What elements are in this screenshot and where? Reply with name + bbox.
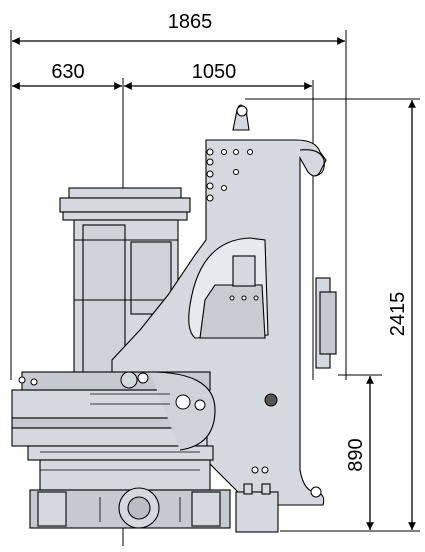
dimension-right-span: 1050	[123, 61, 314, 380]
dimension-overall-height: 2415	[245, 98, 420, 532]
plate-details	[40, 393, 200, 522]
dimension-label-2415: 2415	[387, 292, 409, 337]
dimension-lower-height: 890	[338, 374, 382, 530]
fasteners	[18, 148, 322, 498]
machine-body	[11, 104, 337, 533]
dimension-left-offset: 630	[12, 61, 122, 90]
dimension-label-890: 890	[345, 438, 367, 471]
dimension-label-1050: 1050	[192, 61, 237, 83]
dimension-label-630: 630	[51, 61, 84, 83]
dimension-label-1865: 1865	[168, 11, 213, 33]
dimension-overall-width: 1865	[10, 11, 347, 380]
